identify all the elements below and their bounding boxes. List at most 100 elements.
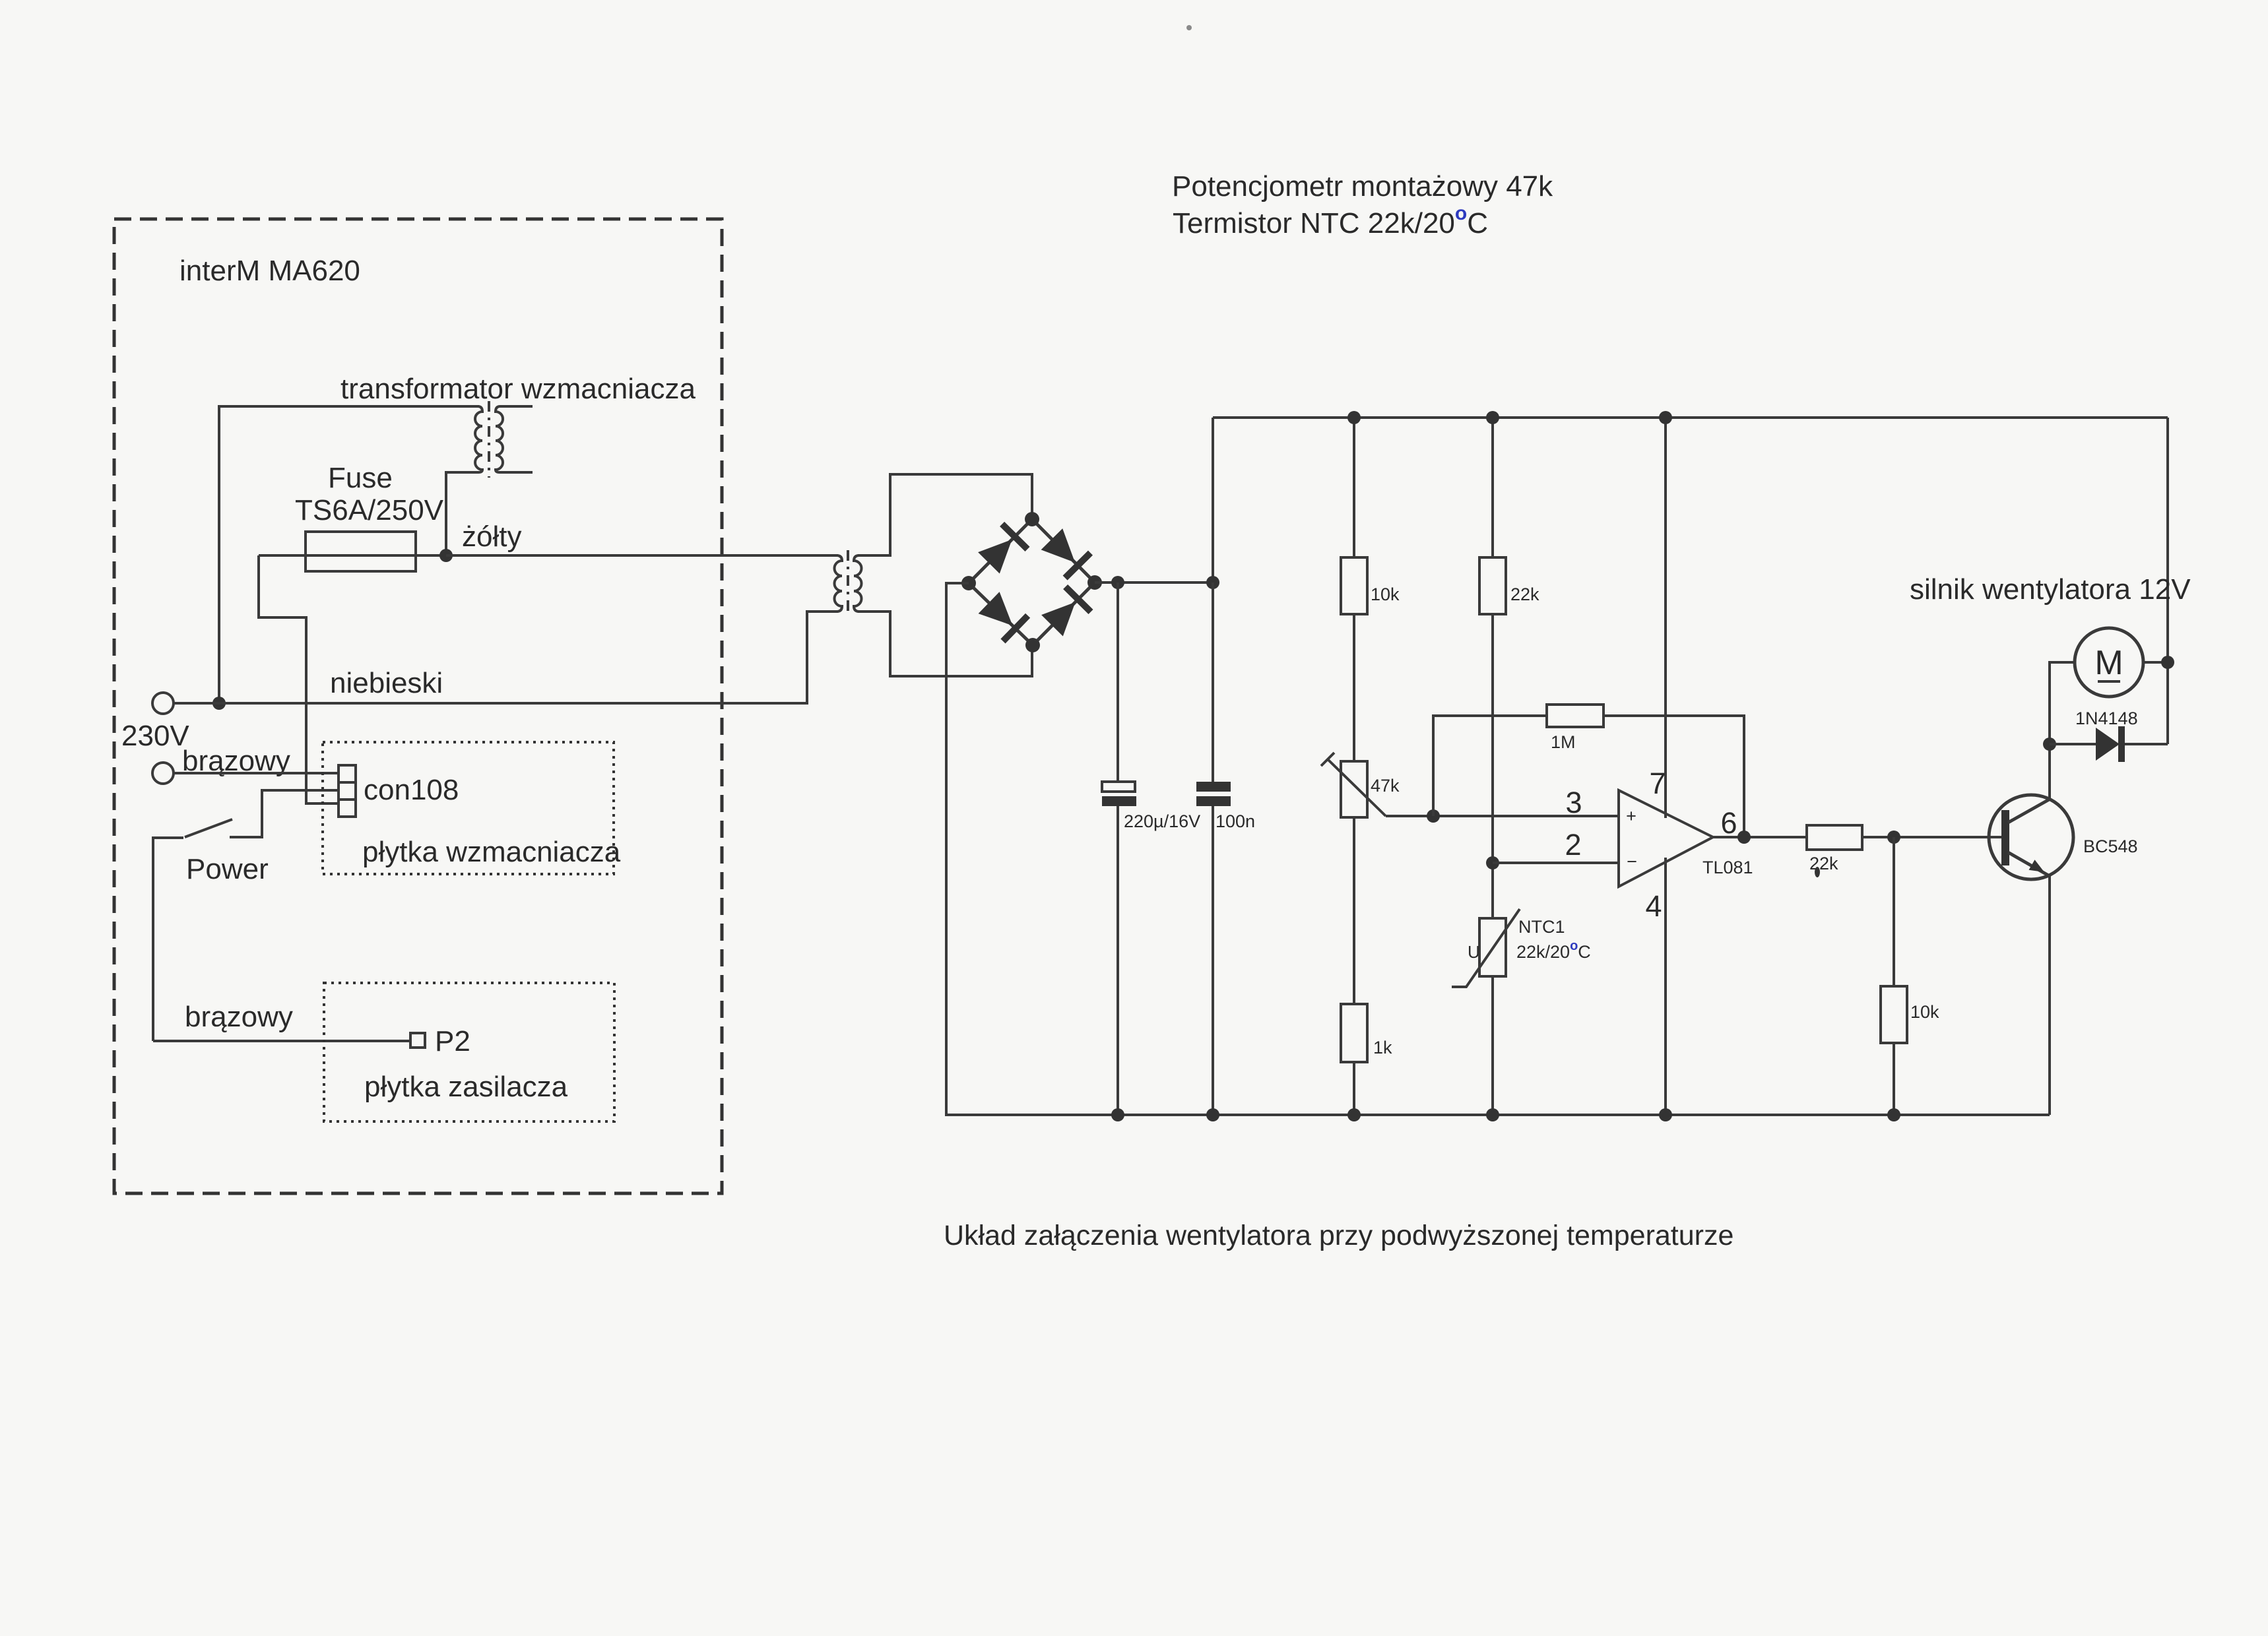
potentiometer-47k-label: 47k (1371, 776, 1400, 796)
cap-220u-label: 220µ/16V (1124, 811, 1200, 831)
amplifier-transformer-symbol (445, 401, 533, 555)
feedback-left-wire (1432, 714, 1547, 816)
p2-terminal-symbol (409, 1032, 426, 1049)
notes-block: Potencjometr montażowy 47k Termistor NTC… (1172, 170, 1553, 239)
divider-branch-right: 22k U NTC1 22k/20oC (1452, 411, 1591, 1121)
amp-transformer-secondary-winding (494, 405, 533, 474)
cap-plate-icon (1196, 796, 1231, 806)
diode-label: 1N4148 (2075, 708, 2138, 728)
resistor-22k-base-symbol (1805, 824, 1863, 851)
transistor-bc548: BC548 (1987, 793, 2138, 881)
cap-plate-icon (1196, 782, 1231, 792)
fuse-label-line2: TS6A/250V (295, 494, 444, 526)
fan-transformer-primary-winding (806, 554, 844, 620)
note-line2-text: Termistor NTC 22k/20 (1173, 207, 1455, 239)
opamp-name-label: TL081 (1702, 858, 1753, 877)
bridge-rectifier (961, 512, 1102, 652)
wire-brown-label: brązowy (182, 745, 290, 777)
thermistor-value-text: 22k/20 (1516, 942, 1570, 962)
bridge-diode-bottom-right (1041, 584, 1093, 637)
switch-left-wire (152, 836, 183, 1041)
bridge-top-dot (1025, 512, 1039, 526)
diode-triangle-icon (1041, 528, 1076, 563)
potentiometer-47k-symbol (1340, 760, 1369, 819)
diode-triangle-icon (1041, 602, 1076, 637)
feedback-1m: 1M (1432, 703, 1745, 837)
amplifier-name-label: interM MA620 (179, 255, 360, 287)
note-line2: Termistor NTC 22k/20oC (1173, 203, 1488, 239)
resistor-22k-label: 22k (1510, 584, 1539, 604)
switch-right-wire (230, 789, 339, 838)
potentiometer-wiper-icon (1326, 758, 1387, 817)
transistor-collector-icon (2007, 797, 2052, 825)
wire-brown2-label: brązowy (185, 1001, 293, 1033)
ink-blot (1815, 867, 1820, 877)
resistor-10k-pulldown-symbol (1879, 985, 1908, 1044)
junction-dot (1887, 1108, 1900, 1121)
caption-label: Układ załączenia wentylatora przy podwyż… (944, 1220, 1733, 1251)
junction-dot (1486, 1108, 1499, 1121)
fan-motor: M silnik wentylatora 12V (1910, 573, 2191, 699)
diode-triangle-icon (978, 592, 1013, 626)
output-stage: 22k 10k BC548 1N4148 (1713, 573, 2191, 1121)
junction-dot (1111, 1108, 1124, 1121)
diode-cathode-bar-icon (1062, 550, 1093, 581)
diode-triangle-icon (978, 539, 1012, 574)
resistor-1m-symbol (1545, 703, 1605, 728)
potentiometer-end-bar-icon (1320, 751, 1336, 767)
thermistor-value-label: 22k/20oC (1516, 939, 1591, 962)
transistor-emitter-icon (2007, 850, 2051, 878)
primary-top-wire (218, 405, 479, 703)
note-degree-icon: o (1455, 203, 1467, 224)
motor-letter: M (2094, 644, 2123, 682)
divider-branch-left: 10k 47k 1k (1320, 411, 1400, 1121)
fuse-symbol (304, 530, 417, 573)
p2-label: P2 (435, 1025, 470, 1057)
fan-transformer-secondary-winding (852, 554, 863, 613)
wire-yellow-label: żółty (462, 520, 521, 553)
transistor-emitter-arrow-icon (2028, 860, 2044, 872)
diode-cathode-bar-icon (1000, 521, 1030, 551)
switch-lever (184, 818, 233, 838)
opamp-minus-input-mark: − (1627, 852, 1637, 871)
cap-100n-label: 100n (1215, 811, 1255, 831)
resistor-10k-symbol (1340, 556, 1369, 615)
junction-dot (1659, 1108, 1672, 1121)
thermistor-name-label: NTC1 (1518, 917, 1565, 937)
fuse-label-line1: Fuse (328, 462, 393, 494)
junction-dot (1347, 411, 1361, 424)
paper-speck (1186, 25, 1192, 30)
fan-transformer-symbol (806, 473, 1033, 677)
resistor-1k-symbol (1340, 1003, 1369, 1063)
psu-board-dotted-box (323, 982, 616, 1123)
junction-dot (1206, 1108, 1219, 1121)
opamp-pin3-label: 3 (1565, 786, 1582, 819)
wire-blue-label: niebieski (330, 667, 443, 699)
thermistor-degree-icon: o (1570, 939, 1578, 953)
psu-board-label: płytka zasilacza (364, 1071, 568, 1103)
transistor-label: BC548 (2083, 836, 2138, 856)
feedback-right-wire (1604, 714, 1745, 837)
switch-label: Power (186, 853, 269, 885)
junction-dot (1486, 411, 1499, 424)
connector-con108-symbol (337, 764, 357, 818)
diode-cathode-bar-icon (1000, 613, 1031, 644)
connector-pin-3 (337, 798, 357, 818)
cap-minus-plate-icon (1102, 796, 1136, 806)
opamp-pin7-label: 7 (1649, 767, 1666, 800)
bridge-diode-bottom-left (978, 592, 1031, 644)
amplifier-board-label: płytka wzmacniacza (362, 836, 621, 868)
thermistor-strike-icon (1452, 908, 1521, 988)
amplifier-enclosure: interM MA620 transformator wzmacniacza F… (112, 217, 838, 1195)
resistor-22k-symbol (1478, 556, 1507, 615)
bridge-diode-top-left (978, 521, 1030, 574)
opamp-plus-input-mark: + (1626, 806, 1636, 826)
amplifier-board-dotted-box (321, 741, 615, 875)
transistor-body-icon (1987, 793, 2075, 881)
mains-terminal-brown (151, 761, 175, 785)
resistor-1m-label: 1M (1551, 732, 1576, 752)
mains-voltage-label: 230V (121, 720, 189, 752)
blue-wire (174, 614, 808, 705)
